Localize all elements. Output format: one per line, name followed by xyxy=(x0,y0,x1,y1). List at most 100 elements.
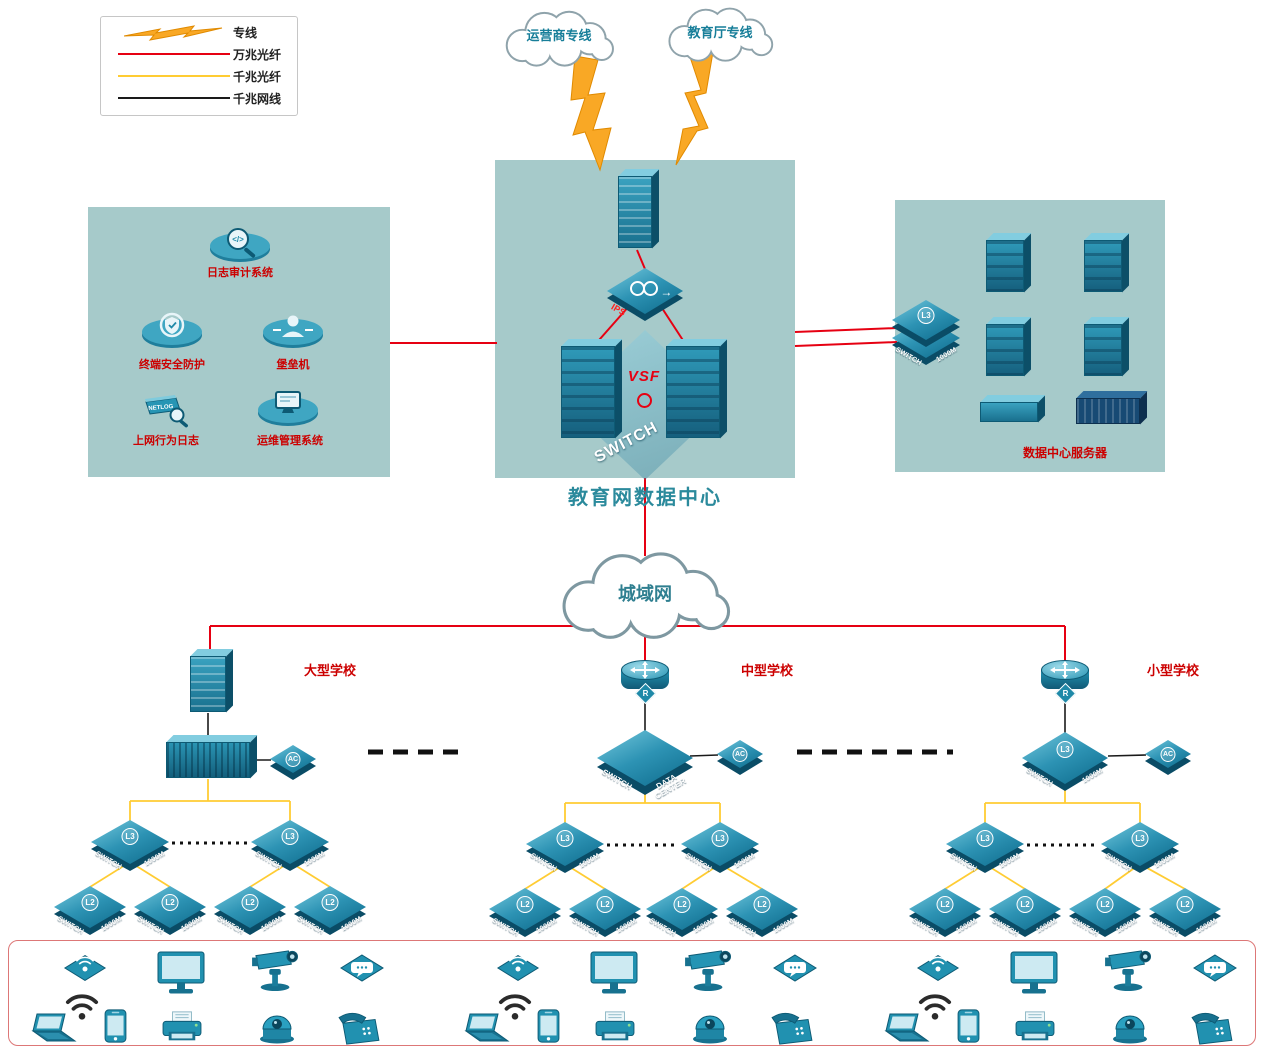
wireless-controller[interactable]: AC xyxy=(717,740,763,777)
desk-phone-icon[interactable] xyxy=(1187,1010,1237,1046)
lightning-icon xyxy=(115,23,233,41)
wireless-controller[interactable]: AC xyxy=(1145,740,1191,777)
bastion-host-icon[interactable] xyxy=(261,308,325,350)
legend: 专线 万兆光纤 千兆光纤 千兆网线 xyxy=(100,16,298,116)
smartphone-icon[interactable] xyxy=(102,1008,129,1044)
internet-gateway-device[interactable] xyxy=(618,169,659,248)
core-server-right[interactable] xyxy=(666,339,727,438)
rack-server[interactable] xyxy=(1084,233,1129,292)
l2-switch[interactable]: L2 SWITCH 1000M xyxy=(214,886,286,937)
l2-switch[interactable]: L2 SWITCH 1000M xyxy=(1069,888,1141,939)
netlog-icon[interactable]: NETLOG xyxy=(132,386,196,430)
l2-switch[interactable]: L2 SWITCH 1000M xyxy=(54,886,126,937)
legend-label: 千兆光纤 xyxy=(233,69,282,84)
svg-text:</>: </> xyxy=(232,235,244,244)
l3-switch[interactable]: L3 SWITCH 1000M xyxy=(526,822,604,875)
education-cloud-label: 教育厅专线 xyxy=(687,25,753,40)
l2-switch[interactable]: L2 SWITCH 1000M xyxy=(989,888,1061,939)
legend-label: 万兆光纤 xyxy=(233,47,282,62)
rack-server[interactable] xyxy=(1084,317,1129,376)
l2-switch[interactable]: L2 SWITCH 1000M xyxy=(569,888,641,939)
wlan-ap-icon[interactable] xyxy=(495,952,541,984)
l3-badge: L3 xyxy=(556,829,574,847)
printer-icon[interactable] xyxy=(591,1010,639,1046)
farm-core-switch-upper[interactable]: L3 xyxy=(892,300,960,349)
l3-badge: L3 xyxy=(121,827,139,845)
smartphone-icon[interactable] xyxy=(955,1008,982,1044)
ptz-camera-icon[interactable] xyxy=(1103,948,1155,992)
small-school-core-switch[interactable]: L3 SWITCH 1000M xyxy=(1022,732,1108,793)
l2-switch[interactable]: L2 SWITCH 1000M xyxy=(134,886,206,937)
storage-unit[interactable] xyxy=(980,395,1045,422)
printer-icon[interactable] xyxy=(158,1010,206,1046)
legend-row: 千兆光纤 xyxy=(101,65,297,87)
large-school-gateway[interactable] xyxy=(190,649,233,712)
medium-school-core-switch[interactable]: SWITCH DATA CENTER xyxy=(597,730,693,801)
small-school-router[interactable]: R xyxy=(1041,660,1089,705)
l2-badge: L2 xyxy=(81,893,99,911)
large-school-label: 大型学校 xyxy=(303,663,356,678)
voice-chat-icon[interactable] xyxy=(771,952,819,984)
rack-server[interactable] xyxy=(986,233,1031,292)
smartphone-icon[interactable] xyxy=(535,1008,562,1044)
medium-school-router[interactable]: R xyxy=(621,660,669,705)
large-school-core-switch[interactable] xyxy=(166,735,257,778)
red-line-icon xyxy=(115,53,233,55)
core-server-left[interactable] xyxy=(561,339,622,438)
arrow-right-icon: → xyxy=(660,284,673,299)
l3-switch[interactable]: L3 SWITCH 1000M xyxy=(91,820,169,873)
l2-switch[interactable]: L2 SWITCH 1000M xyxy=(726,888,798,939)
desk-phone-icon[interactable] xyxy=(767,1010,817,1046)
l3-switch[interactable]: L3 SWITCH 1000M xyxy=(251,820,329,873)
l3-switch[interactable]: L3 SWITCH 1000M xyxy=(946,822,1024,875)
ptz-camera-icon[interactable] xyxy=(250,948,302,992)
dome-camera-icon[interactable] xyxy=(256,1010,298,1044)
rack-switch-unit[interactable] xyxy=(1076,391,1147,424)
voice-chat-icon[interactable] xyxy=(1191,952,1239,984)
l2-switch[interactable]: L2 SWITCH 1000M xyxy=(646,888,718,939)
log-audit-icon[interactable]: </> xyxy=(208,222,272,264)
ips-device[interactable]: → IPS xyxy=(607,268,683,323)
l2-switch[interactable]: L2 SWITCH 1000M xyxy=(1149,888,1221,939)
l2-badge: L2 xyxy=(673,895,691,913)
desk-phone-icon[interactable] xyxy=(334,1010,384,1046)
wireless-controller[interactable]: AC xyxy=(270,745,316,782)
l2-badge: L2 xyxy=(241,893,259,911)
ops-management-icon[interactable] xyxy=(256,384,320,428)
wlan-ap-icon[interactable] xyxy=(915,952,961,984)
l2-badge: L2 xyxy=(1016,895,1034,913)
desktop-monitor-icon[interactable] xyxy=(589,950,643,996)
l2-badge: L2 xyxy=(596,895,614,913)
legend-row: 千兆网线 xyxy=(101,87,297,109)
l3-badge: L3 xyxy=(917,307,935,325)
l3-switch[interactable]: L3 SWITCH 1000M xyxy=(681,822,759,875)
datacenter-title: 教育网数据中心 xyxy=(568,487,722,509)
dome-camera-icon[interactable] xyxy=(1109,1010,1151,1044)
desktop-monitor-icon[interactable] xyxy=(156,950,210,996)
small-school-label: 小型学校 xyxy=(1146,663,1199,678)
l2-switch[interactable]: L2 SWITCH 1000M xyxy=(909,888,981,939)
rack-server[interactable] xyxy=(986,317,1031,376)
legend-row: 专线 xyxy=(101,21,297,43)
voice-chat-icon[interactable] xyxy=(338,952,386,984)
operator-cloud-label: 运营商专线 xyxy=(526,28,592,43)
dome-camera-icon[interactable] xyxy=(689,1010,731,1044)
l2-switch[interactable]: L2 SWITCH 1000M xyxy=(489,888,561,939)
wlan-ap-icon[interactable] xyxy=(62,952,108,984)
endpoint-security-icon[interactable] xyxy=(140,308,204,350)
netlog-label: 上网行为日志 xyxy=(133,435,199,447)
printer-icon[interactable] xyxy=(1011,1010,1059,1046)
netlog-tag: NETLOG xyxy=(148,404,174,412)
desktop-monitor-icon[interactable] xyxy=(1009,950,1063,996)
yellow-line-icon xyxy=(115,75,233,77)
black-line-icon xyxy=(115,97,233,99)
l2-switch[interactable]: L2 SWITCH 1000M xyxy=(294,886,366,937)
l2-badge: L2 xyxy=(516,895,534,913)
l2-badge: L2 xyxy=(161,893,179,911)
laptop-icon[interactable] xyxy=(30,1012,78,1046)
legend-row: 万兆光纤 xyxy=(101,43,297,65)
laptop-icon[interactable] xyxy=(463,1012,511,1046)
ptz-camera-icon[interactable] xyxy=(683,948,735,992)
l3-switch[interactable]: L3 SWITCH 1000M xyxy=(1101,822,1179,875)
laptop-icon[interactable] xyxy=(883,1012,931,1046)
